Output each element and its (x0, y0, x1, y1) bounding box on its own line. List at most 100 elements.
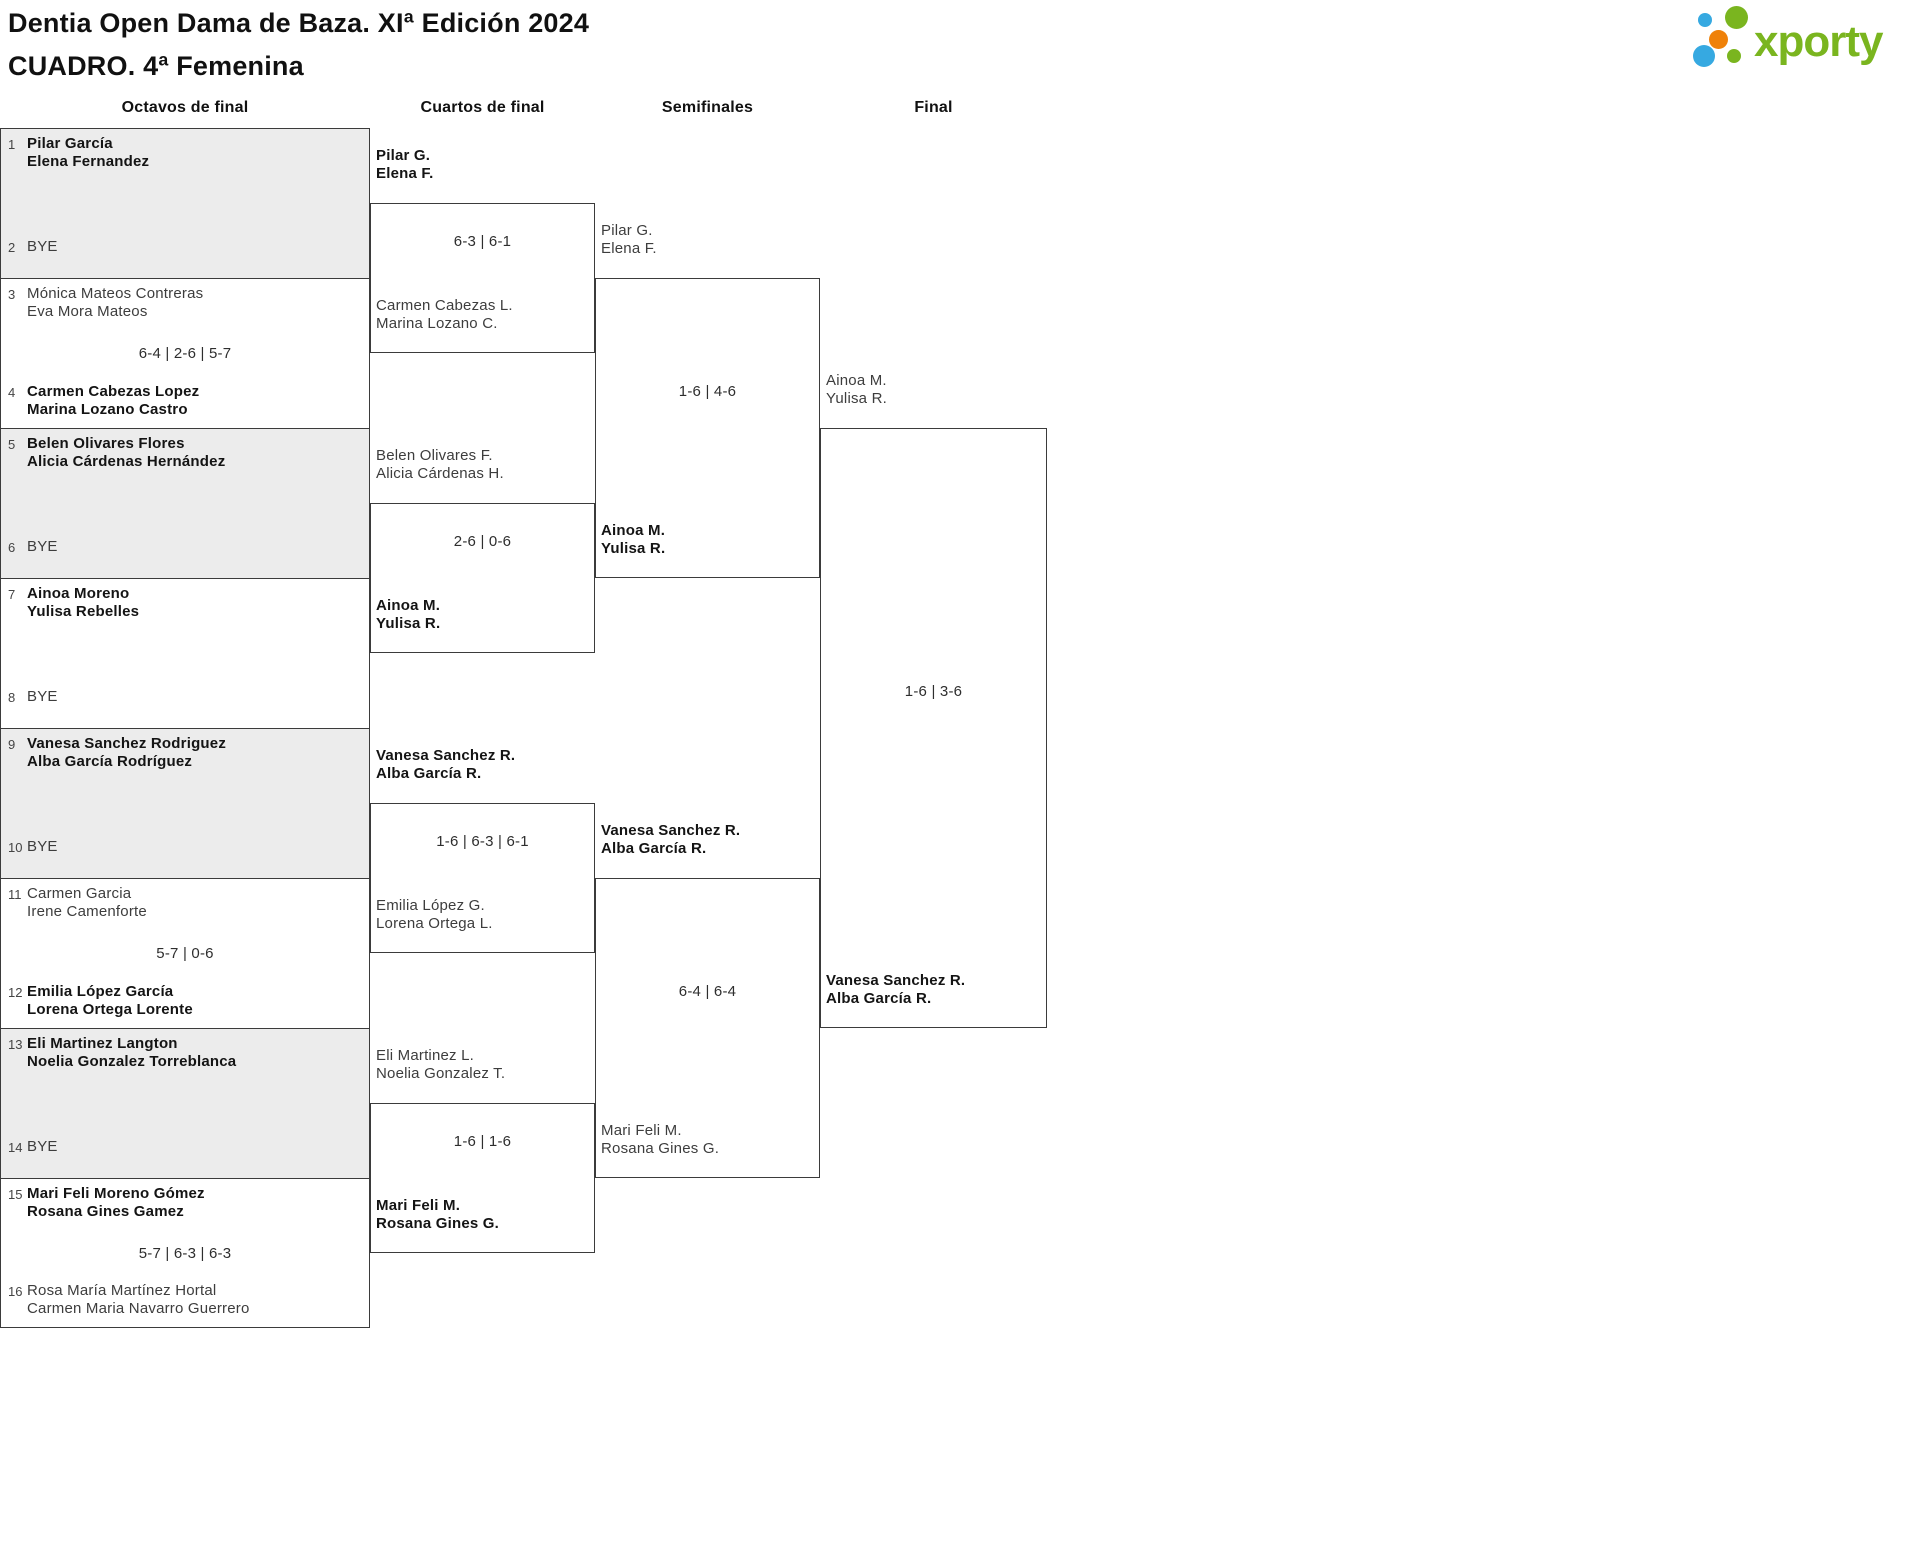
team-names: BYE (27, 838, 58, 856)
match-score: 1-6 | 3-6 (904, 683, 963, 700)
advancing-team: Vanesa Sanchez R.Alba García R. (826, 972, 965, 1008)
advancing-team: Emilia López G.Lorena Ortega L. (376, 897, 493, 933)
team-names: Eli Martinez L.Noelia Gonzalez T. (376, 1047, 505, 1083)
seed-number: 5 (8, 437, 16, 452)
team-name: Alba García Rodríguez (27, 753, 193, 770)
semifinal-match-box (595, 278, 820, 578)
team-name: BYE (27, 238, 58, 255)
team-name: Eli Martinez L. (376, 1047, 475, 1064)
bracket-slot: 6 BYE (1, 538, 363, 556)
team-name: BYE (27, 838, 58, 855)
advancing-team: Pilar G.Elena F. (601, 222, 657, 258)
seed-number: 4 (8, 385, 16, 400)
team-names: BYE (27, 238, 58, 256)
advancing-team: Belen Olivares F.Alicia Cárdenas H. (376, 447, 504, 483)
team-name: Elena F. (601, 240, 657, 257)
seed-number: 16 (8, 1284, 23, 1299)
team-names: Carmen Cabezas L.Marina Lozano C. (376, 297, 513, 333)
team-name: Alicia Cárdenas Hernández (27, 453, 226, 470)
team-name: Yulisa R. (601, 540, 666, 557)
logo-dot-green-large-icon (1725, 6, 1748, 29)
team-name: Mari Feli Moreno Gómez (27, 1185, 205, 1202)
bracket-slot: 8 BYE (1, 688, 363, 706)
team-names: Pilar G.Elena F. (601, 222, 657, 258)
match-score: 6-3 | 6-1 (453, 233, 512, 250)
match-score: 1-6 | 4-6 (678, 383, 737, 400)
team-names: Mari Feli M.Rosana Gines G. (601, 1122, 719, 1158)
team-names: BYE (27, 688, 58, 706)
round-header-octavos: Octavos de final (121, 99, 249, 116)
match-score: 5-7 | 6-3 | 6-3 (138, 1245, 232, 1262)
team-name: Yulisa R. (376, 615, 441, 632)
team-names: Vanesa Sanchez R.Alba García R. (826, 972, 965, 1008)
team-name: BYE (27, 538, 58, 555)
team-name: Mari Feli M. (601, 1122, 682, 1139)
team-names: Ainoa M.Yulisa R. (376, 597, 440, 633)
team-name: Rosana Gines G. (376, 1215, 500, 1232)
team-name: Mónica Mateos Contreras (27, 285, 204, 302)
seed-number: 8 (8, 690, 16, 705)
cuartos-match-box (370, 803, 595, 953)
cuartos-match-box (370, 503, 595, 653)
advancing-team: Mari Feli M.Rosana Gines G. (376, 1197, 499, 1233)
team-name: Emilia López García (27, 983, 174, 1000)
logo-dot-blue-small-icon (1698, 13, 1712, 27)
team-name: Carmen Cabezas L. (376, 297, 513, 314)
team-name: Alba García R. (601, 840, 707, 857)
team-name: Lorena Ortega Lorente (27, 1001, 193, 1018)
team-name: Pilar García (27, 135, 113, 152)
team-name: Emilia López G. (376, 897, 485, 914)
team-name: Lorena Ortega L. (376, 915, 493, 932)
team-name: Marina Lozano Castro (27, 401, 188, 418)
team-name: Elena Fernandez (27, 153, 150, 170)
logo-dot-green-small-icon (1727, 49, 1741, 63)
team-name: Yulisa Rebelles (27, 603, 140, 620)
team-name: Rosana Gines Gamez (27, 1203, 184, 1220)
logo-dot-orange-icon (1709, 30, 1728, 49)
team-name: Ainoa Moreno (27, 585, 130, 602)
team-name: Eva Mora Mateos (27, 303, 148, 320)
team-names: Vanesa Sanchez R.Alba García R. (376, 747, 515, 783)
team-names: Mari Feli M.Rosana Gines G. (376, 1197, 499, 1233)
team-name: Noelia Gonzalez Torreblanca (27, 1053, 237, 1070)
team-name: Yulisa R. (826, 390, 887, 407)
team-names: Belen Olivares F.Alicia Cárdenas H. (376, 447, 504, 483)
bracket-subtitle: CUADRO. 4ª Femenina (8, 51, 304, 81)
seed-number: 6 (8, 540, 16, 555)
seed-number: 11 (8, 887, 22, 902)
team-name: Carmen Maria Navarro Guerrero (27, 1300, 250, 1317)
advancing-team: Carmen Cabezas L.Marina Lozano C. (376, 297, 513, 333)
seed-number: 3 (8, 287, 16, 302)
round-header-semifinales: Semifinales (661, 99, 754, 116)
seed-number: 15 (8, 1187, 23, 1202)
seed-number: 12 (8, 985, 23, 1000)
match-score: 6-4 | 2-6 | 5-7 (138, 345, 232, 362)
team-name: Ainoa M. (826, 372, 887, 389)
team-name: Eli Martinez Langton (27, 1035, 178, 1052)
team-name: Noelia Gonzalez T. (376, 1065, 506, 1082)
seed-number: 13 (8, 1037, 23, 1052)
